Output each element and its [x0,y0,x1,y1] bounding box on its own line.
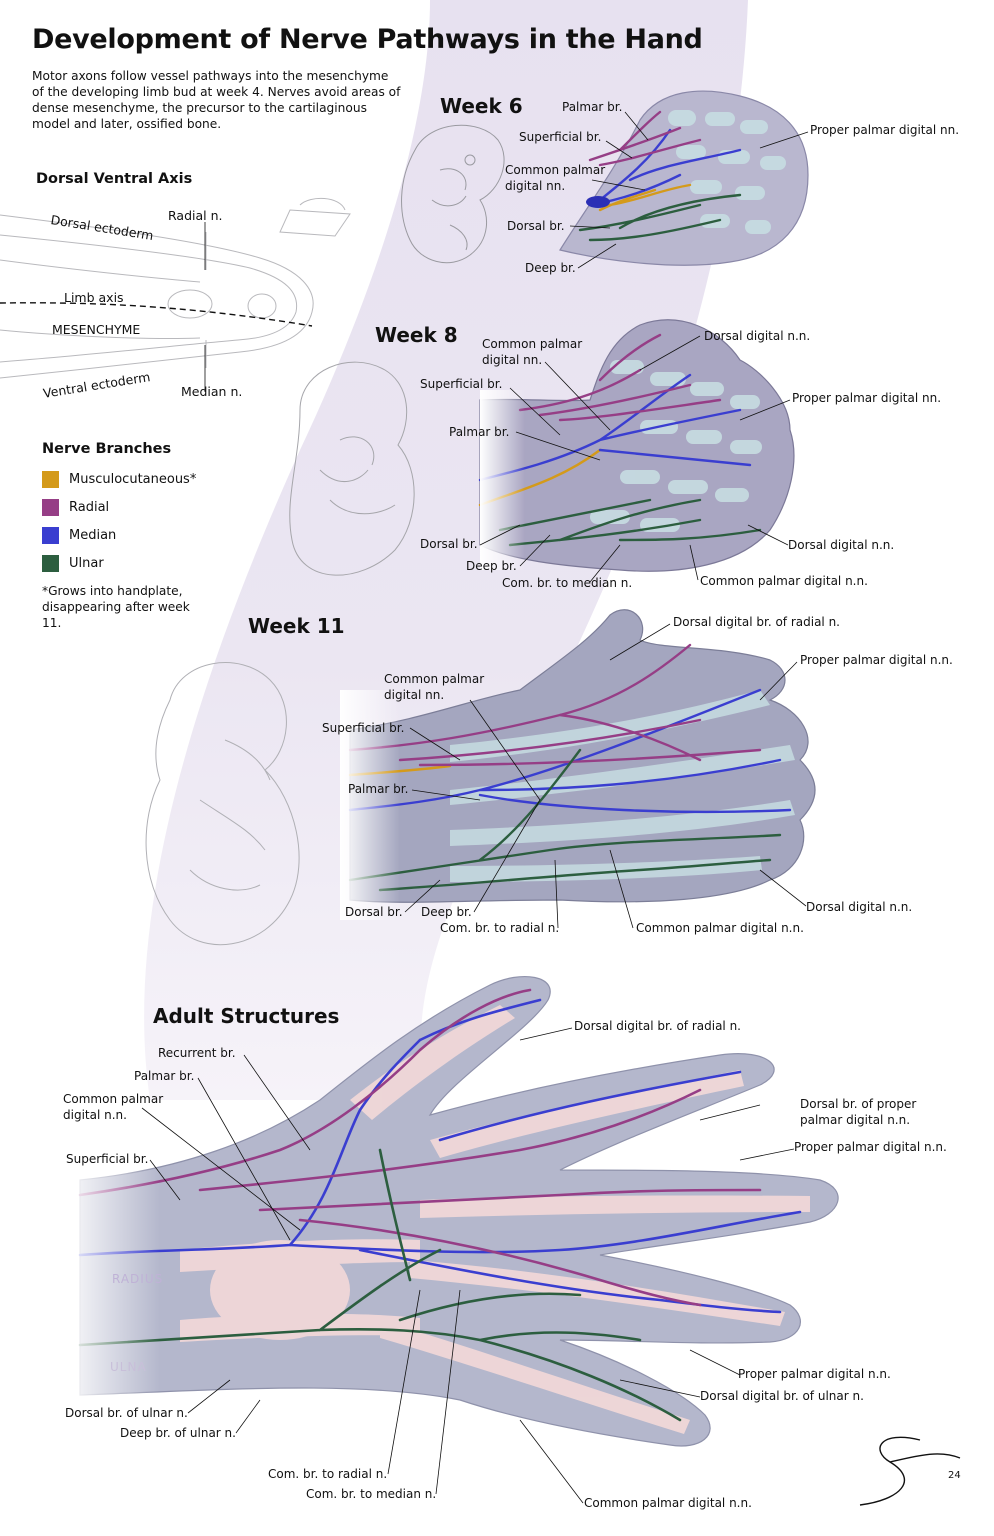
limb-axis-line [0,302,313,327]
week11-com-radial-label: Com. br. to radial n. [440,921,560,935]
legend-swatch [42,555,59,572]
legend-label: Median [69,528,117,543]
legend-label: Radial [69,500,110,515]
week8-common-palmar-label: Common palmar digital nn. [482,337,583,367]
adult-dorsal-proper-label: Dorsal br. of proper palmar digital n.n. [800,1097,917,1127]
legend-swatch [42,499,59,516]
adult-com-median-label: Com. br. to median n. [306,1487,437,1501]
week6-common-palmar-label: Common palmar digital nn. [505,163,606,193]
week6-palmar-label: Palmar br. [562,100,623,114]
legend-item-median: Median [42,527,116,544]
adult-palmar-label: Palmar br. [134,1069,195,1083]
week8-deep-label: Deep br. [466,559,517,573]
week8-superficial-label: Superficial br. [420,377,503,391]
week6-superficial-label: Superficial br. [519,130,602,144]
signature-year: 24 [948,1470,961,1481]
adult-heading: Adult Structures [153,1004,340,1028]
median-n-label: Median n. [181,384,243,399]
adult-proper-top-label: Proper palmar digital n.n. [794,1140,947,1154]
adult-com-radial-label: Com. br. to radial n. [268,1467,388,1481]
week11-palmar-label: Palmar br. [348,782,409,796]
ulna-bone-label: ULNA [110,1360,147,1374]
axis-heading: Dorsal Ventral Axis [36,171,193,187]
adult-dorsal-ulnar-label: Dorsal br. of ulnar n. [65,1406,188,1420]
legend-swatch [42,471,59,488]
week8-dorsal-label: Dorsal br. [420,537,478,551]
week11-common-palmar-label: Common palmar digital nn. [384,672,485,702]
week8-heading: Week 8 [375,323,458,347]
limb-axis-label: Limb axis [64,290,124,305]
adult-hand [60,975,839,1447]
embryo-week6-sketch [401,124,505,264]
week8-palmar-label: Palmar br. [449,425,510,439]
radial-n-label: Radial n. [168,208,223,223]
adult-dorsal-digital-ulnar-label: Dorsal digital br. of ulnar n. [700,1389,864,1403]
week8-com-median-label: Com. br. to median n. [502,576,633,590]
week11-hand [340,609,816,920]
adult-recurrent-label: Recurrent br. [158,1046,236,1060]
leader-lines [141,111,809,1504]
week8-common-palmar-digital-label: Common palmar digital n.n. [700,574,868,588]
week11-heading: Week 11 [248,614,345,638]
legend-item-radial: Radial [42,499,109,516]
adult-dorsal-digital-radial-label: Dorsal digital br. of radial n. [574,1019,741,1033]
week6-deep-label: Deep br. [525,261,576,275]
legend-item-musculocutaneous: Musculocutaneous* [42,471,196,488]
week11-dorsal-label: Dorsal br. [345,905,403,919]
week6-dorsal-label: Dorsal br. [507,219,565,233]
week6-heading: Week 6 [440,94,523,118]
page-title: Development of Nerve Pathways in the Han… [32,24,703,55]
embryo-week8-sketch [289,361,415,576]
week8-proper-label: Proper palmar digital nn. [792,391,942,405]
adult-common-palmar-digital-label: Common palmar digital n.n. [584,1496,752,1510]
adult-proper-bottom-label: Proper palmar digital n.n. [738,1367,891,1381]
adult-superficial-label: Superficial br. [66,1152,149,1166]
legend-label: Ulnar [69,556,104,571]
intro-text: Motor axons follow vessel pathways into … [32,69,401,131]
week8-dorsal-digital-top-label: Dorsal digital n.n. [704,329,811,343]
week11-common-palmar-digital-label: Common palmar digital n.n. [636,921,804,935]
week11-dorsal-digital-label: Dorsal digital n.n. [806,900,913,914]
fetus-week11-sketch [145,662,300,946]
week6-proper-label: Proper palmar digital nn. [810,123,960,137]
week11-deep-label: Deep br. [421,905,472,919]
legend-swatch [42,527,59,544]
adult-deep-ulnar-label: Deep br. of ulnar n. [120,1426,236,1440]
week11-dorsal-digital-radial-label: Dorsal digital br. of radial n. [673,615,840,629]
week8-hand [478,319,795,572]
adult-common-palmar-label: Common palmar digital n.n. [63,1092,164,1122]
week11-superficial-label: Superficial br. [322,721,405,735]
legend-heading: Nerve Branches [42,441,172,457]
week8-dorsal-digital-bottom-label: Dorsal digital n.n. [788,538,895,552]
axis-sketch [0,197,351,379]
legend-footnote: *Grows into handplate, disappearing afte… [42,584,190,630]
radius-bone-label: RADIUS [112,1272,164,1286]
legend-label: Musculocutaneous* [69,472,197,487]
signature-mark [859,1436,961,1506]
mesenchyme-label: MESENCHYME [52,322,141,337]
legend-item-ulnar: Ulnar [42,555,104,572]
week6-hand [559,90,809,266]
week11-proper-label: Proper palmar digital n.n. [800,653,953,667]
